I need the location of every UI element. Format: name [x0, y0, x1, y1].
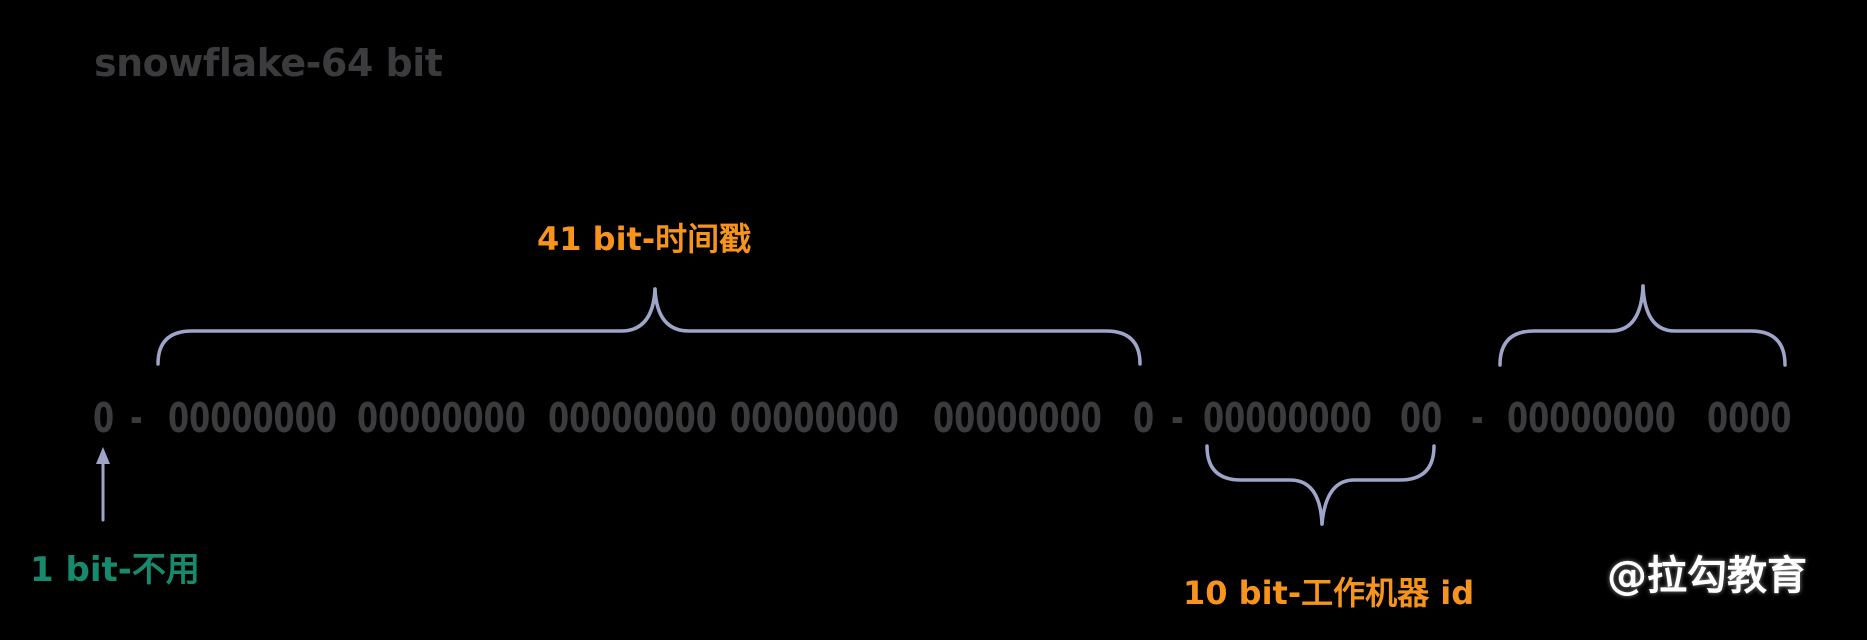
- bit-token: -: [1471, 394, 1484, 442]
- bit-token: 00000000: [168, 394, 337, 442]
- bit-token: 00: [1400, 394, 1443, 442]
- bit-token: 0: [93, 394, 115, 442]
- worker-id-label: 10 bit-工作机器 id: [1183, 574, 1475, 612]
- bit-token: 00000000: [548, 394, 717, 442]
- unused-bit-label: 1 bit-不用: [30, 550, 200, 590]
- bit-token: 00000000: [357, 394, 526, 442]
- page-title: snowflake-64 bit: [94, 41, 443, 85]
- timestamp-label: 41 bit-时间戳: [537, 220, 752, 258]
- bit-token: -: [1171, 394, 1184, 442]
- bit-token: 00000000: [1507, 394, 1676, 442]
- bit-token: 0: [1133, 394, 1155, 442]
- bit-token: 0000: [1707, 394, 1792, 442]
- watermark: @拉勾教育: [1607, 553, 1807, 599]
- bit-token: -: [130, 394, 143, 442]
- bit-token: 00000000: [933, 394, 1102, 442]
- bit-token: 00000000: [1203, 394, 1372, 442]
- bit-token: 00000000: [730, 394, 899, 442]
